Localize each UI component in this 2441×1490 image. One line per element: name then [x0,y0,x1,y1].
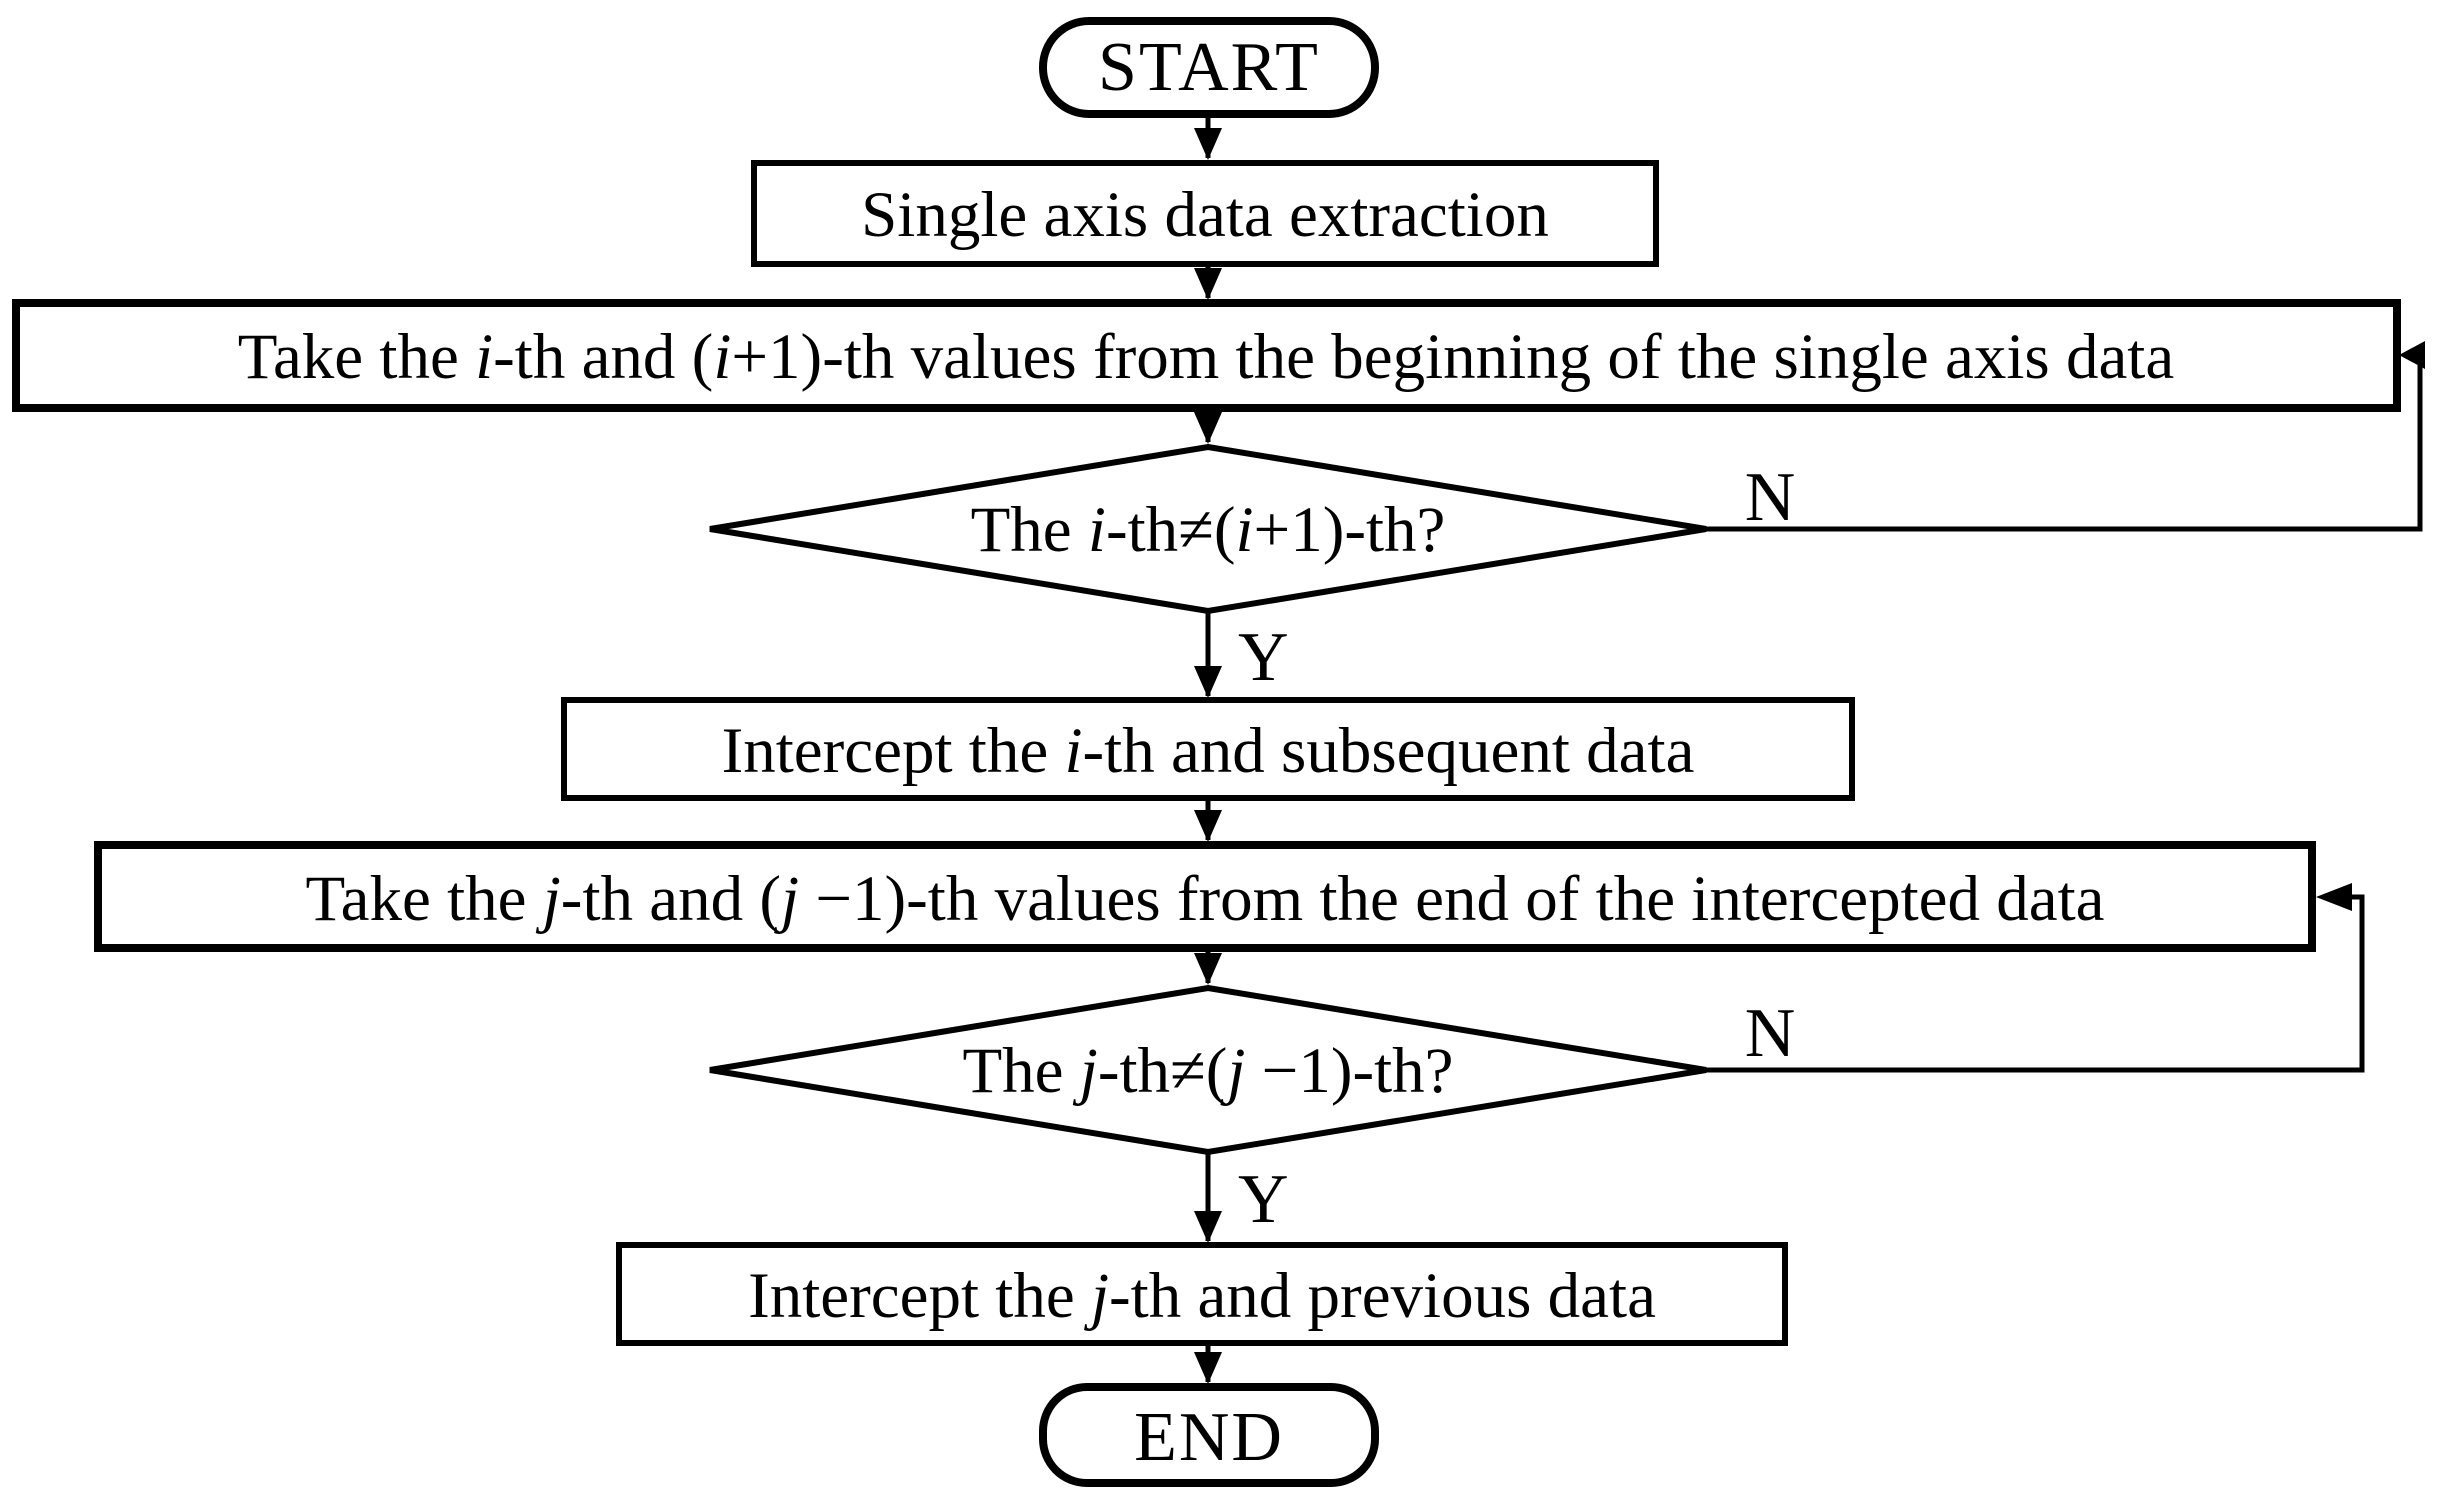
arrowhead-icon [2316,883,2352,911]
process-intercept-ith-label: Intercept the i-th and subsequent data [722,715,1695,787]
edge-label-yes-1: Y [1238,619,1289,696]
edge-label-no-1: N [1745,459,1796,536]
decision-check-jth-label: The j-th≠(j −1)-th? [962,1035,1453,1107]
process-take-jth-box [94,841,2316,952]
process-single-axis-extraction-box [751,160,1659,267]
process-take-jth-label: Take the j-th and (j −1)-th values from … [305,863,2104,935]
process-intercept-jth-box [616,1242,1788,1346]
edge-check-jth-no-loop [1706,894,2365,1073]
process-take-ith-label: Take the i-th and (i+1)-th values from t… [238,321,2174,393]
process-single-axis-extraction-label: Single axis data extraction [861,179,1549,251]
terminator-end-label: END [1134,1399,1284,1476]
edge-label-no-2: N [1745,995,1796,1072]
process-intercept-jth-label: Intercept the j-th and previous data [748,1260,1656,1332]
edge-label-yes-2: Y [1238,1161,1289,1238]
edge-check-ith-no-loop [1706,355,2423,532]
arrowhead-icon [2399,341,2425,369]
process-intercept-ith-box [561,697,1855,801]
terminator-end [1039,1383,1379,1487]
terminator-start-label: START [1098,29,1320,106]
decision-check-ith-label: The i-th≠(i+1)-th? [971,494,1446,566]
